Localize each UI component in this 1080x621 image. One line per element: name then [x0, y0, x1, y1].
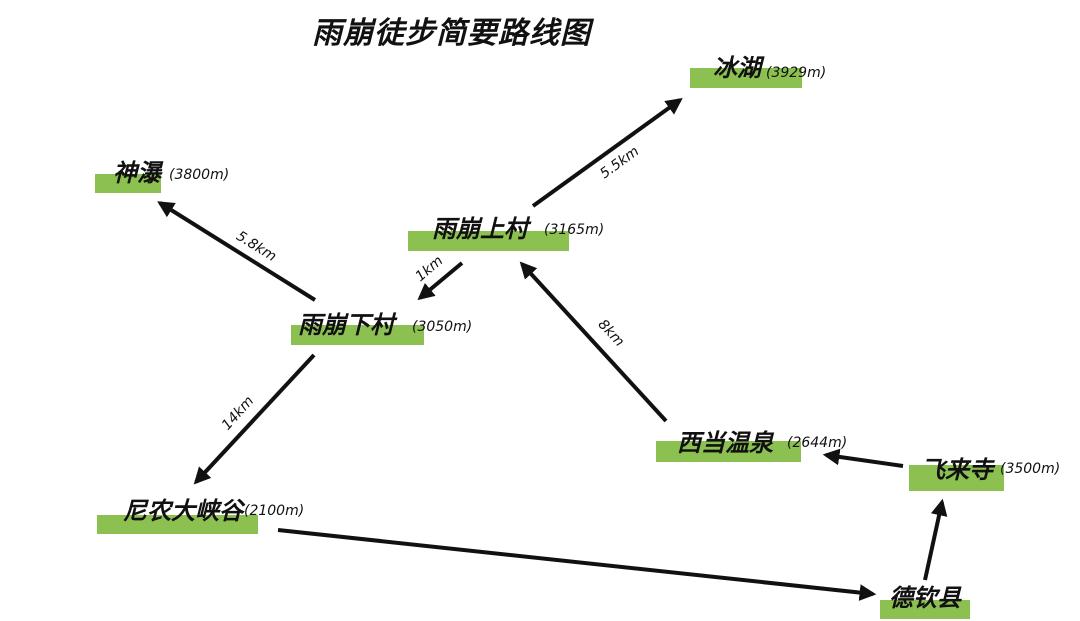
node-name: 飞来寺	[921, 456, 993, 484]
node-bar	[656, 441, 801, 462]
node-bar	[909, 465, 1004, 491]
node-name: 雨崩上村	[432, 215, 528, 243]
node-bar	[690, 68, 802, 88]
arrow-xiacun-to-ninong	[193, 353, 316, 485]
node-altitude: (3500m)	[1000, 461, 1061, 477]
arrow-feilai-to-xidang	[822, 448, 904, 468]
node-bar	[291, 325, 424, 345]
node-altitude: (3929m)	[766, 65, 827, 81]
node-altitude: (3800m)	[169, 167, 230, 183]
node-name: 德钦县	[889, 584, 961, 612]
arrow-shangcun-to-binghu	[531, 98, 683, 208]
arrow-ninong-to-deqin	[277, 528, 877, 601]
arrow-xiacun-to-shenpu	[157, 201, 317, 302]
node-bar	[408, 231, 569, 251]
distance-xidang-shangcun: 8km	[595, 317, 628, 350]
arrow-xidang-to-shangcun	[519, 261, 668, 423]
node-name: 尼农大峡谷	[123, 497, 243, 525]
arrow-deqin-to-feilai	[923, 498, 948, 581]
node-bar	[880, 600, 970, 619]
node-name: 神瀑	[113, 159, 161, 187]
node-altitude: (3050m)	[412, 319, 473, 335]
distance-xiacun-shenpu: 5.8km	[233, 228, 279, 265]
node-altitude: (3165m)	[544, 222, 605, 238]
node-bar	[95, 174, 161, 193]
node-altitude: (2644m)	[787, 435, 848, 451]
distance-shangcun-binghu: 5.5km	[597, 143, 642, 182]
arrow-shangcun-to-xiacun	[417, 261, 464, 301]
distance-xiacun-ninong: 14km	[219, 393, 257, 433]
diagram-title: 雨崩徒步简要路线图	[312, 16, 591, 51]
node-name: 西当温泉	[677, 429, 773, 457]
node-name: 雨崩下村	[298, 311, 394, 339]
node-name: 冰湖	[713, 54, 761, 82]
node-bar	[97, 515, 258, 534]
node-altitude: (2100m)	[244, 503, 305, 519]
